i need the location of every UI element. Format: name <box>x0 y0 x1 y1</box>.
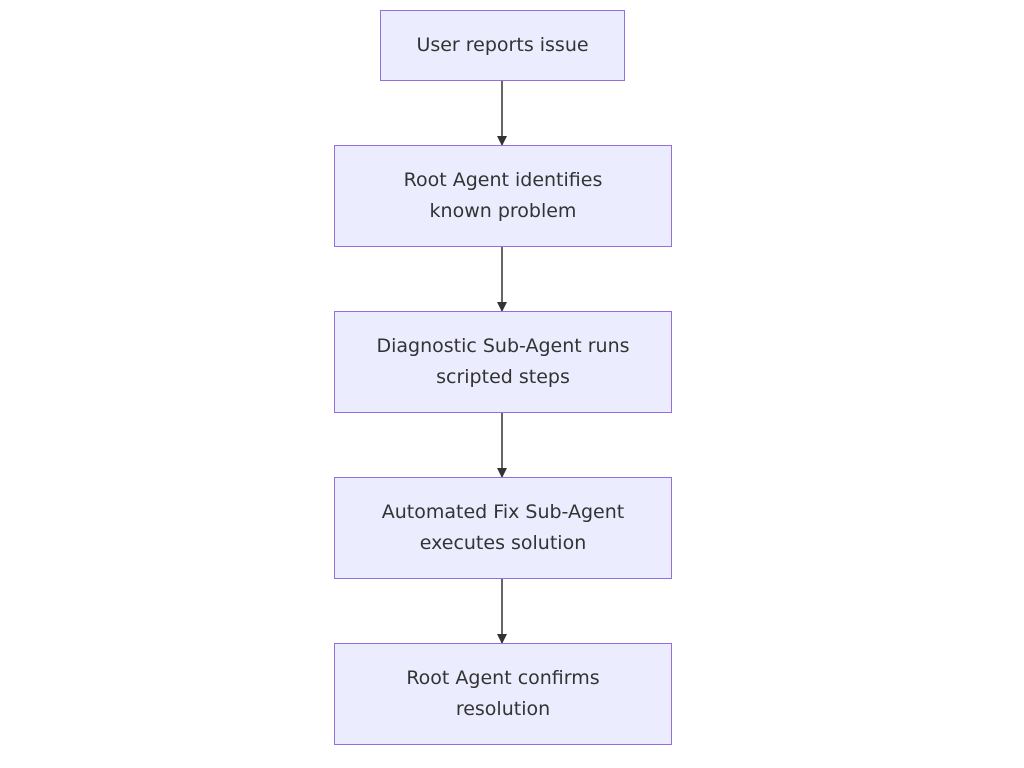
node-label-line: Automated Fix Sub-Agent <box>381 501 625 523</box>
node-label-line: Root Agent confirms <box>406 667 600 689</box>
node-label-line: Root Agent identifies <box>403 169 603 191</box>
node-label-line: User reports issue <box>416 34 589 56</box>
node-user-reports-issue: User reports issue <box>380 10 625 81</box>
node-automated-fix-sub-agent: Automated Fix Sub-Agent executes solutio… <box>334 477 672 579</box>
node-root-agent-identifies: Root Agent identifies known problem <box>334 145 672 247</box>
node-label-line: resolution <box>455 698 551 720</box>
node-label-line: Diagnostic Sub-Agent runs <box>376 335 630 357</box>
node-label-line: scripted steps <box>436 366 570 388</box>
node-label-line: executes solution <box>419 532 587 554</box>
node-diagnostic-sub-agent: Diagnostic Sub-Agent runs scripted steps <box>334 311 672 413</box>
node-root-agent-confirms: Root Agent confirms resolution <box>334 643 672 745</box>
node-label-line: known problem <box>429 200 577 222</box>
